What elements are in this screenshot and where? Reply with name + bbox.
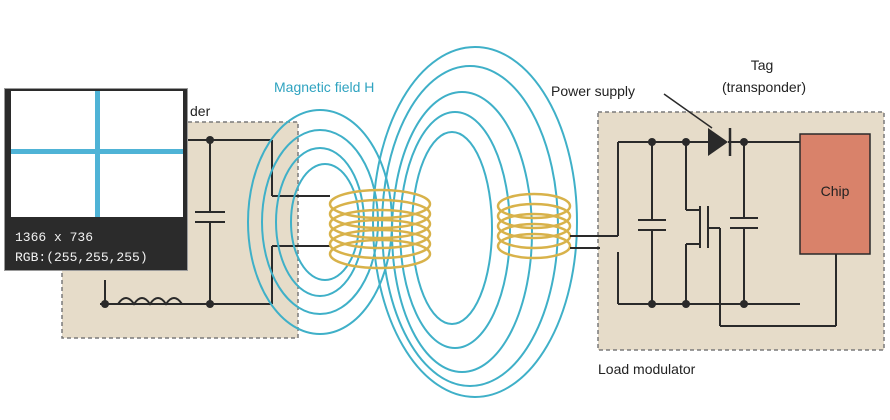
tag-label: Tag (751, 57, 774, 73)
color-picker-tooltip: 1366 x 736 RGB:(255,255,255) (4, 88, 188, 271)
crosshair-vertical (95, 91, 100, 217)
rgb-value-text: RGB:(255,255,255) (15, 250, 148, 265)
zoom-preview (11, 91, 183, 217)
screen-dimensions-text: 1366 x 736 (15, 230, 94, 245)
chip-block (799, 133, 871, 255)
reader-label-partial: der (190, 103, 211, 119)
power-supply-pointer (663, 93, 713, 129)
load-modulator-label: Load modulator (598, 361, 696, 377)
reader-coil (328, 188, 432, 270)
tag-nodes (648, 138, 748, 308)
reader-nodes (101, 136, 214, 308)
chip-label: Chip (821, 183, 850, 199)
field-label: Magnetic field H (274, 79, 374, 95)
power-supply-label: Power supply (551, 83, 635, 99)
reader-inductor (117, 297, 183, 306)
transponder-label: (transponder) (722, 79, 806, 95)
tag-circuit (570, 141, 837, 327)
diode-symbol (708, 128, 728, 156)
